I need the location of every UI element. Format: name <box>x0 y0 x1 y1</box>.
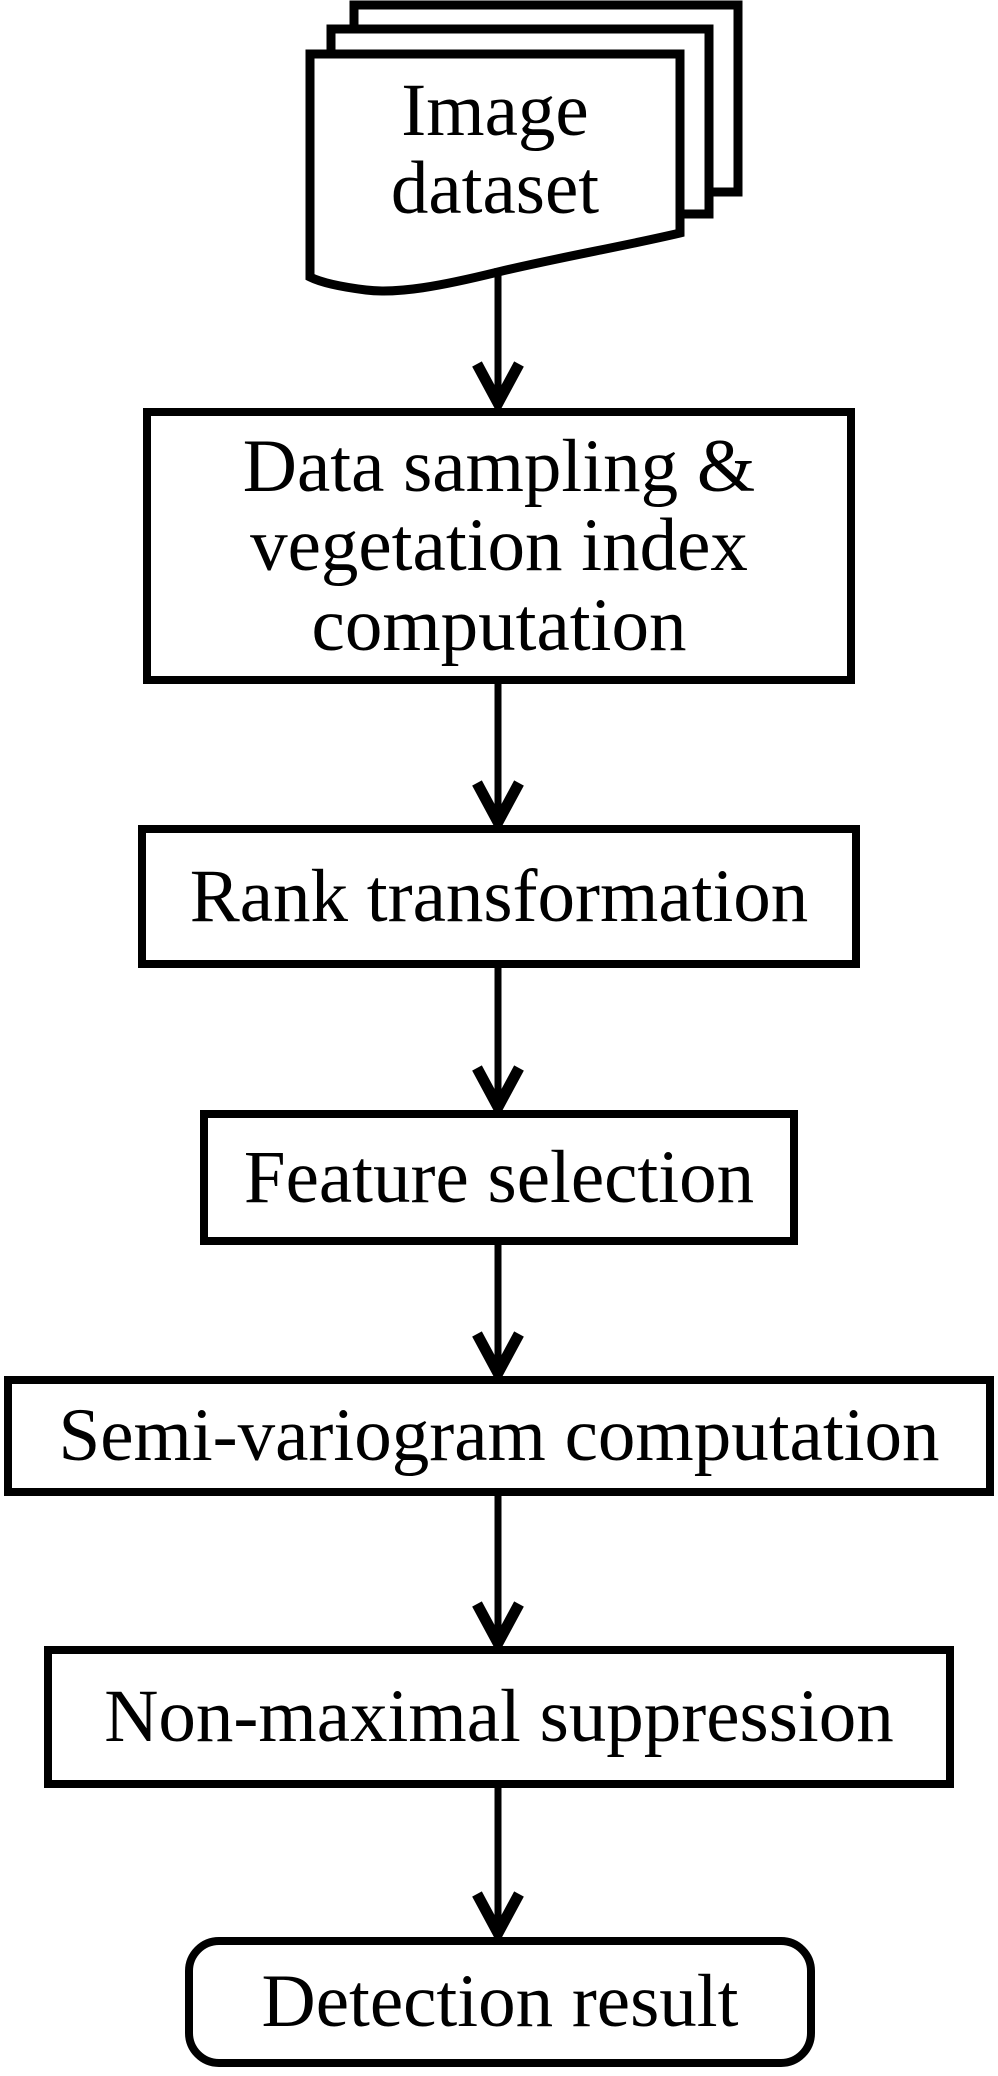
node-image-dataset: Image dataset <box>310 66 680 234</box>
node-detection-result: Detection result <box>185 1937 815 2067</box>
flow-arrow-3 <box>472 968 524 1119</box>
node-rank-transformation: Rank transformation <box>138 825 860 968</box>
node-data-sampling-line3: computation <box>311 583 687 667</box>
document-stack-shape <box>305 0 743 296</box>
flow-arrow-5 <box>472 1496 524 1655</box>
node-data-sampling-line2: vegetation index <box>250 504 748 588</box>
node-non-maximal-suppression-label: Non-maximal suppression <box>104 1675 894 1759</box>
document-page-front <box>305 49 685 296</box>
node-feature-selection-label: Feature selection <box>243 1135 755 1219</box>
node-data-sampling-label: Data sampling & vegetation index computa… <box>243 427 755 666</box>
flow-arrow-4 <box>472 1245 524 1385</box>
node-non-maximal-suppression: Non-maximal suppression <box>44 1646 954 1788</box>
node-semi-variogram-computation: Semi-variogram computation <box>4 1376 994 1496</box>
node-detection-result-label: Detection result <box>261 1960 739 2044</box>
node-image-dataset-line1: Image <box>401 69 589 152</box>
flow-arrow-6 <box>472 1788 524 1945</box>
node-data-sampling-line1: Data sampling & <box>242 424 756 508</box>
node-image-dataset-line2: dataset <box>390 147 600 230</box>
node-feature-selection: Feature selection <box>200 1110 798 1245</box>
flow-arrow-1 <box>472 268 524 415</box>
node-data-sampling: Data sampling & vegetation index computa… <box>143 408 855 684</box>
node-rank-transformation-label: Rank transformation <box>189 854 809 938</box>
flow-arrow-2 <box>472 684 524 834</box>
node-semi-variogram-computation-label: Semi-variogram computation <box>58 1394 940 1478</box>
